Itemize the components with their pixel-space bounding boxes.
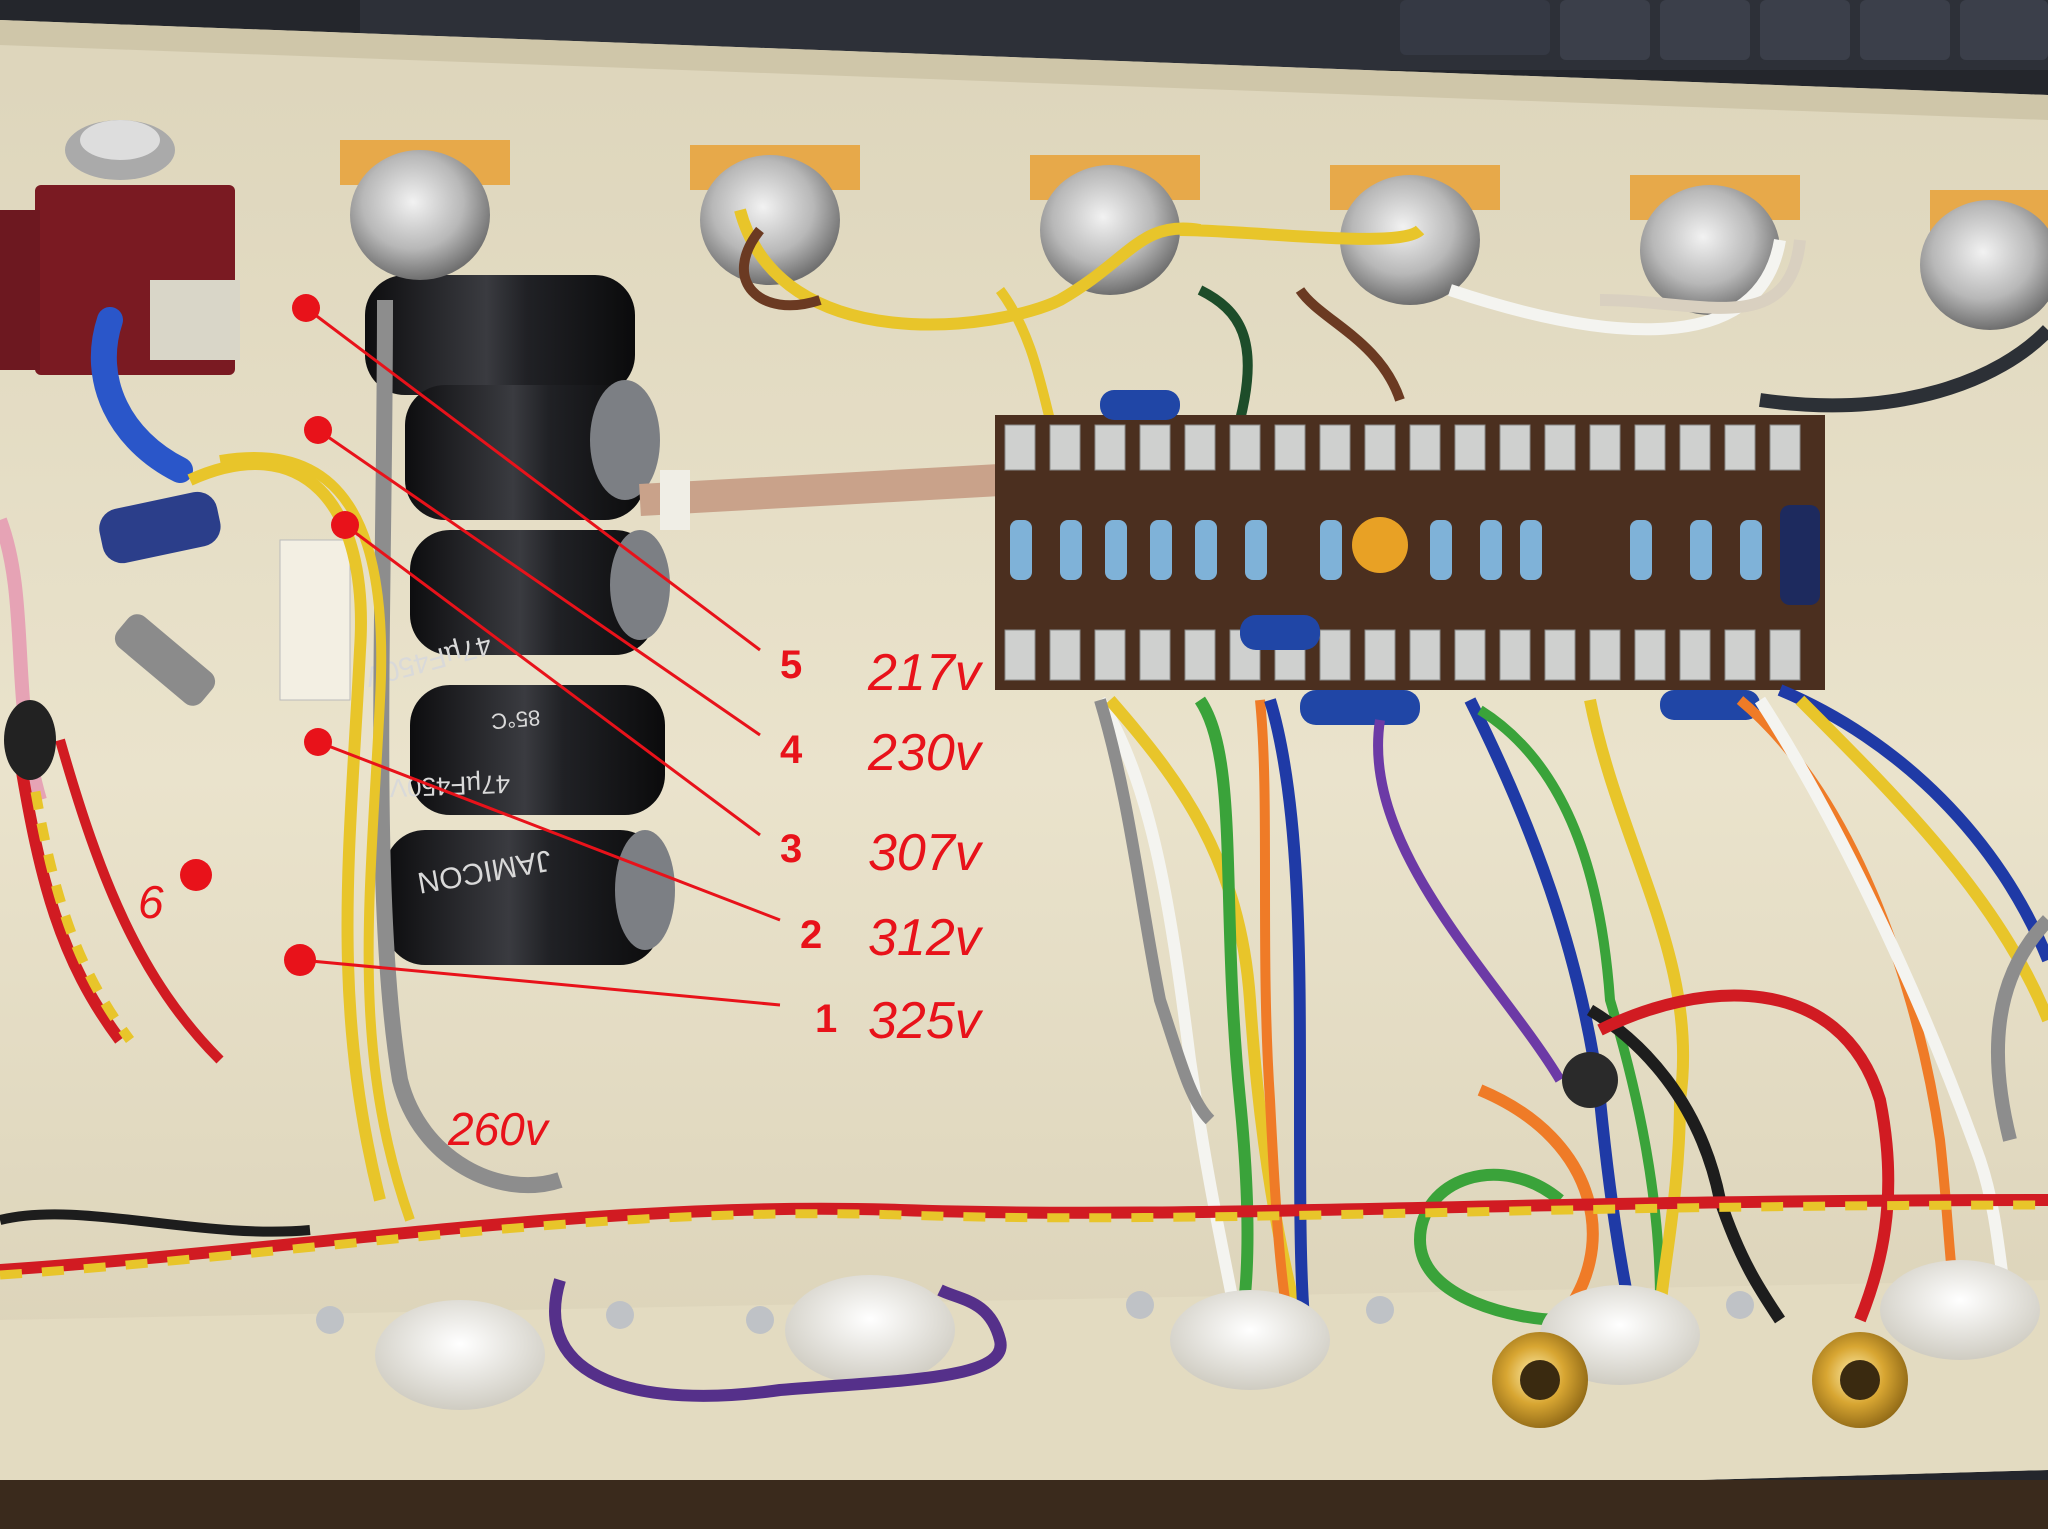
test-point-2 [304, 728, 332, 756]
test-point-3 [331, 511, 359, 539]
point-4-number: 4 [780, 728, 803, 772]
leader-line-3 [344, 523, 761, 837]
turret-row-top [1004, 424, 1801, 471]
chassis-top-lip [0, 20, 2048, 120]
ceramic-cap [1352, 517, 1408, 573]
cap-label-3: 47µF450V [389, 769, 511, 803]
blue-insulated-lead [90, 307, 193, 483]
turret-board [995, 390, 1825, 725]
test-point-5 [292, 294, 320, 322]
extra-voltage-label: 260v [447, 1103, 551, 1155]
potentiometers [340, 140, 2048, 330]
pot-1 [340, 140, 510, 280]
socket-screws [316, 1291, 1754, 1334]
yellow-wire-left-1 [187, 458, 386, 1202]
yellow-wire-left-2 [219, 452, 415, 1222]
pot-2 [690, 145, 860, 285]
cable-tie [639, 464, 1001, 530]
left-side-wires [0, 517, 311, 1237]
heater-wires [0, 1194, 2048, 1280]
point-1-voltage: 325v [868, 992, 984, 1050]
pot-5 [1630, 175, 1800, 315]
point-5-voltage: 217v [867, 644, 984, 702]
point-4-voltage: 230v [867, 724, 984, 782]
tubes-below [0, 1480, 2048, 1529]
film-cap-3 [1660, 690, 1760, 720]
test-point-4 [304, 416, 332, 444]
board-wires [1094, 684, 2048, 1341]
pot-6 [1920, 190, 2048, 330]
power-switch [0, 120, 240, 375]
pot-3 [1030, 155, 1200, 295]
leader-line-5 [305, 306, 761, 652]
point-6-number: 6 [138, 876, 164, 928]
purple-wire [549, 1278, 1007, 1402]
point-2-number: 2 [800, 913, 822, 957]
board-electrolytic [1780, 505, 1820, 605]
turret-row-bottom [1004, 629, 1801, 681]
point-3-number: 3 [780, 827, 802, 871]
point-3-voltage: 307v [868, 824, 984, 882]
annotation-lines [299, 306, 781, 1007]
leader-line-4 [317, 428, 761, 737]
point-1-number: 1 [815, 997, 837, 1041]
cap-temp-label: 85°C [490, 705, 541, 734]
resistors [1010, 520, 1762, 580]
leader-line-2 [317, 740, 781, 922]
power-resistors [114, 539, 351, 706]
test-point-6 [180, 859, 212, 891]
film-cap-4 [1100, 390, 1180, 420]
film-cap-1 [1240, 615, 1320, 650]
point-2-voltage: 312v [868, 909, 984, 967]
output-jacks [1492, 1332, 1908, 1428]
small-capacitor [99, 491, 221, 564]
keyboard [360, 0, 2048, 70]
point-5-number: 5 [780, 643, 802, 687]
annotation-labels: 5 217v 4 230v 3 307v 2 312v 1 325v 6 260… [138, 643, 984, 1155]
test-point-dots [180, 294, 359, 976]
film-cap-2 [1300, 690, 1420, 725]
pot-wires [734, 208, 2048, 422]
filter-capacitors: 47µF450V 47µF450V JAMICON 85°C [361, 275, 675, 965]
leader-line-1 [299, 958, 781, 1007]
test-point-1 [284, 944, 316, 976]
gray-wire [373, 299, 563, 1194]
